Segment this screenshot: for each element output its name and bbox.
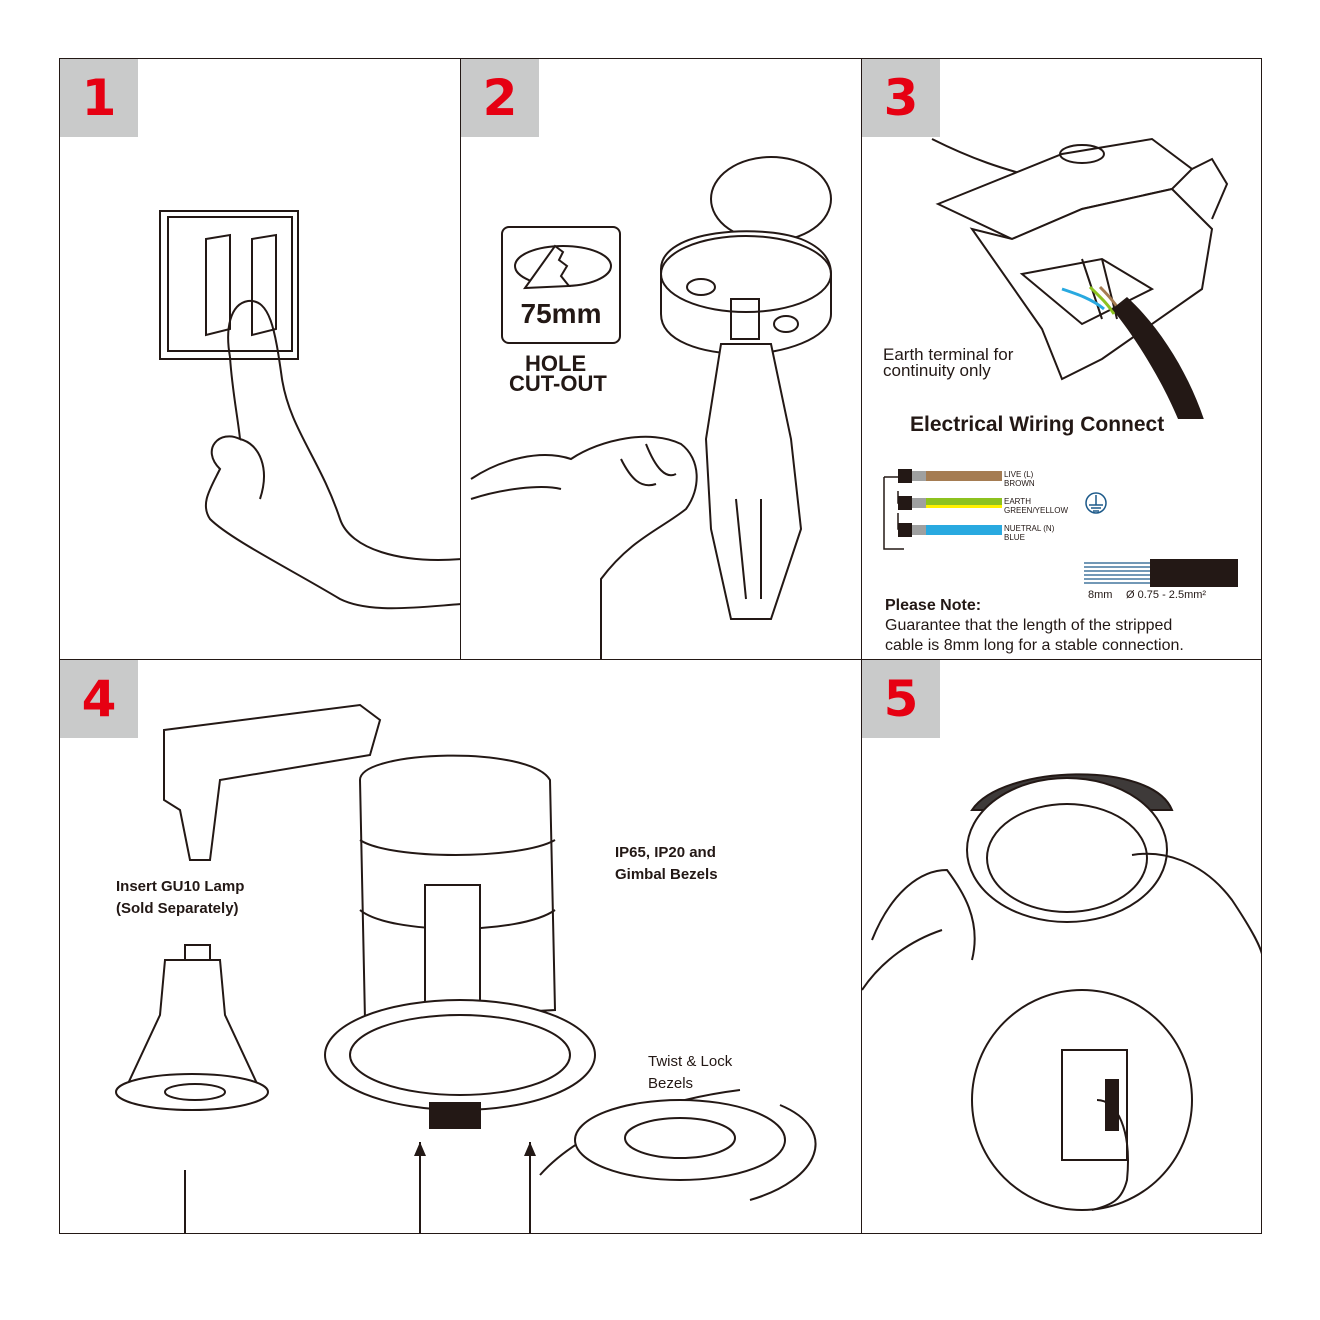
cable-size: Ø 0.75 - 2.5mm²	[1126, 589, 1207, 601]
earth-wire	[926, 498, 1002, 508]
junction-box-illustration	[931, 137, 1229, 419]
step-number: 1	[60, 59, 138, 137]
hole-size-text: 75mm	[520, 298, 602, 329]
note-line2: cable is 8mm long for a stable connectio…	[885, 637, 1184, 654]
step-2-panel: 2 75mm HOLE CUT-OUT	[460, 58, 862, 660]
live-wire	[926, 471, 1002, 481]
neutral-label2: BLUE	[1004, 533, 1025, 542]
wiring-diagram	[883, 469, 1238, 587]
neutral-label1: NUETRAL (N)	[1004, 524, 1055, 533]
step-1-panel: 1	[59, 58, 461, 660]
earth-label2: GREEN/YELLOW	[1004, 506, 1069, 515]
step-3-panel: 3 Earth terminal for continuity only Ele…	[861, 58, 1262, 660]
step-number: 3	[862, 59, 940, 137]
hole-size-badge: 75mm	[501, 226, 621, 344]
instruction-grid: 1 2 75mm HOLE CUT-OUT	[59, 58, 1262, 1234]
earth-label1: EARTH	[1004, 497, 1031, 506]
lamp-label-line1: Insert GU10 Lamp	[116, 878, 245, 895]
step-4-panel: 4 Insert GU10 Lamp (Sold Separately) IP6…	[59, 659, 862, 1234]
bezel-label-line2: Gimbal Bezels	[615, 866, 718, 883]
twist-label-line2: Bezels	[648, 1075, 694, 1092]
downlight-assembly-illustration	[115, 703, 817, 1233]
hole-saw-icon	[514, 244, 612, 290]
hole-caption-line1: HOLE	[525, 351, 587, 376]
earth-ground-icon	[1085, 492, 1107, 514]
wiring-title: Electrical Wiring Connect	[910, 413, 1165, 436]
bezel-fit-illustration	[862, 773, 1261, 1211]
drill-illustration	[470, 156, 832, 659]
stripped-cable-icon	[1084, 559, 1238, 587]
switch-press-illustration	[159, 210, 460, 610]
earth-note-line1: Earth terminal for	[883, 345, 1014, 364]
live-label1: LIVE (L)	[1004, 470, 1034, 479]
neutral-wire	[926, 525, 1002, 535]
lamp-label-line2: (Sold Separately)	[116, 900, 239, 917]
live-label2: BROWN	[1004, 479, 1035, 488]
twist-label-line1: Twist & Lock	[648, 1053, 733, 1070]
note-title: Please Note:	[885, 597, 982, 614]
step-number: 2	[461, 59, 539, 137]
strip-length: 8mm	[1088, 589, 1113, 601]
step-number: 5	[862, 660, 940, 738]
note-line1: Guarantee that the length of the strippe…	[885, 617, 1173, 634]
bezel-label-line1: IP65, IP20 and	[615, 844, 716, 861]
hole-caption-line2: CUT-OUT	[509, 371, 607, 396]
earth-note-line2: continuity only	[883, 361, 991, 380]
step-number: 4	[60, 660, 138, 738]
step-5-panel: 5	[861, 659, 1262, 1234]
